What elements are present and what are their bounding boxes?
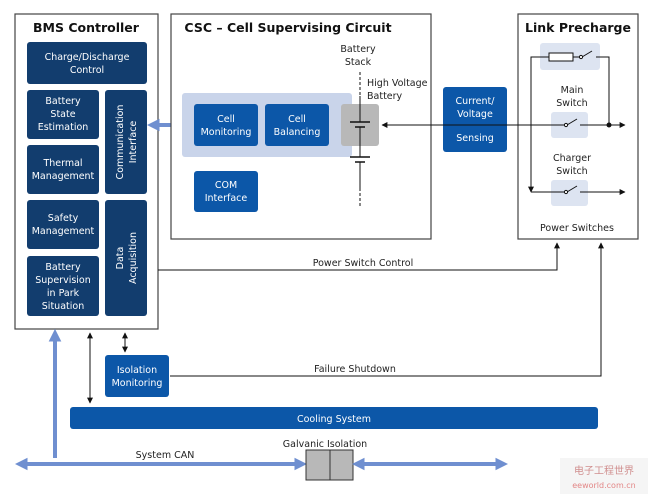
label: Interface — [128, 121, 139, 164]
csc-title: CSC – Cell Supervising Circuit — [184, 20, 391, 35]
label: Safety — [48, 213, 79, 224]
label: Switch — [556, 98, 587, 109]
svg-text:eeworld.com.cn: eeworld.com.cn — [572, 481, 636, 490]
label: Thermal — [42, 158, 82, 169]
failure-shutdown-label: Failure Shutdown — [314, 364, 396, 375]
label: State — [50, 109, 75, 120]
cooling-system: Cooling System — [70, 407, 598, 429]
charge-discharge-control: Charge/Discharge Control — [27, 42, 147, 84]
hv-battery-label: High Voltage — [367, 78, 428, 89]
label: Isolation — [117, 365, 157, 376]
data-acquisition: Data Acquisition — [105, 200, 147, 316]
label: Monitoring — [112, 378, 163, 389]
label: Monitoring — [201, 127, 252, 138]
watermark-logo: 电子工程世界 eeworld.com.cn — [560, 458, 648, 494]
label: Battery — [45, 262, 81, 273]
label: Management — [32, 171, 95, 182]
power-switch-control-label: Power Switch Control — [313, 258, 414, 269]
label: Battery — [45, 96, 81, 107]
label: Communication — [115, 105, 126, 180]
csc-box: CSC – Cell Supervising Circuit Cell Moni… — [170, 13, 432, 240]
label: Battery — [367, 91, 403, 102]
label: Estimation — [38, 122, 89, 133]
label: Cooling System — [297, 414, 371, 425]
main-switch — [551, 112, 588, 138]
thermal-management: Thermal Management — [27, 145, 99, 194]
label: Acquisition — [128, 232, 139, 284]
battery-icon — [350, 72, 370, 208]
label: Current/ — [456, 96, 496, 107]
label: Balancing — [274, 127, 321, 138]
label: Charge/Discharge — [45, 52, 130, 63]
label: Situation — [42, 301, 84, 312]
charger-switch — [551, 180, 588, 206]
cell-balancing: Cell Balancing — [265, 104, 329, 146]
label: Voltage — [457, 109, 493, 120]
safety-management: Safety Management — [27, 200, 99, 249]
switch-wiring — [381, 50, 626, 195]
failure-shutdown-line — [170, 242, 604, 377]
label: Cell — [288, 114, 306, 125]
battery-stack-label: Battery — [340, 44, 376, 55]
link-precharge: Link Precharge Main Switch Charger Switc… — [381, 13, 639, 240]
com-interface: COM Interface — [194, 171, 258, 212]
communication-interface: Communication Interface — [105, 90, 147, 194]
current-voltage-sensing: Current/ Voltage Sensing — [443, 87, 507, 152]
link-title: Link Precharge — [525, 20, 631, 35]
galvanic-isolation-label: Galvanic Isolation — [283, 439, 367, 450]
power-switch-control-line — [158, 242, 560, 271]
battery-cell — [341, 104, 379, 146]
battery-state-estimation: Battery State Estimation — [27, 90, 99, 139]
label: Data — [115, 247, 126, 270]
power-switches-label: Power Switches — [540, 223, 614, 234]
battery-supervision-park: Battery Supervision in Park Situation — [27, 256, 99, 316]
label: Control — [70, 65, 104, 76]
label: Charger — [553, 153, 591, 164]
label: Cell — [217, 114, 235, 125]
label: in Park — [47, 288, 80, 299]
cell-monitoring: Cell Monitoring — [194, 104, 258, 146]
bms-title: BMS Controller — [33, 20, 140, 35]
label: Management — [32, 226, 95, 237]
label: Supervision — [35, 275, 91, 286]
label: Sensing — [456, 133, 494, 144]
label: Interface — [205, 193, 248, 204]
bms-controller: BMS Controller Charge/Discharge Control … — [14, 13, 159, 330]
label: COM — [215, 180, 237, 191]
label: Switch — [556, 166, 587, 177]
label: Main — [561, 85, 584, 96]
system-can-label: System CAN — [136, 450, 195, 461]
galvanic-isolation — [305, 449, 354, 481]
isolation-monitoring: Isolation Monitoring — [105, 355, 169, 397]
svg-text:电子工程世界: 电子工程世界 — [574, 464, 634, 477]
label: Stack — [345, 57, 372, 68]
